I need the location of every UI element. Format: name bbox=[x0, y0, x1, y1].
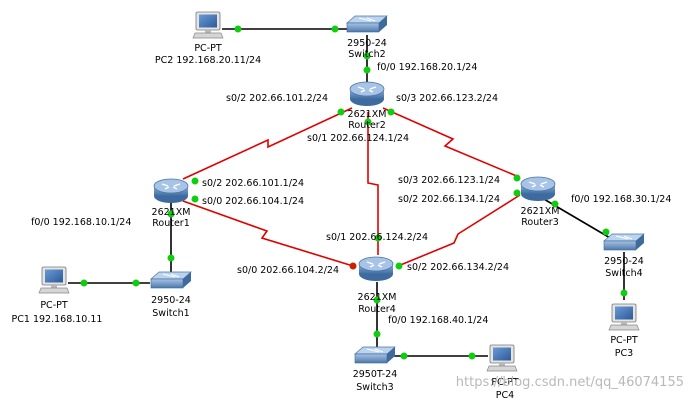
pc3-model: PC-PT bbox=[610, 335, 638, 346]
port-light bbox=[513, 189, 521, 197]
router-icon bbox=[349, 81, 385, 107]
switch4-model: 2950-24 bbox=[604, 256, 644, 267]
pc1-model: PC-PT bbox=[40, 300, 68, 311]
router2-s0-2-label: s0/2 202.66.101.2/24 bbox=[226, 93, 328, 104]
port-light bbox=[602, 228, 610, 236]
pc-icon bbox=[192, 11, 224, 39]
router3-name: Router3 bbox=[521, 217, 559, 228]
port-light bbox=[191, 177, 199, 185]
port-light bbox=[513, 174, 521, 182]
router4-s0-0-label: s0/0 202.66.104.2/24 bbox=[237, 265, 339, 276]
switch-icon bbox=[354, 346, 396, 364]
router4-s0-1-label: s0/1 202.66.124.2/24 bbox=[326, 232, 428, 243]
switch1-name: Switch1 bbox=[152, 308, 189, 319]
pc2-name: PC2 192.168.20.11/24 bbox=[155, 55, 261, 66]
pc-icon bbox=[38, 266, 70, 294]
link-router4-router3[interactable] bbox=[397, 194, 521, 267]
link-router2-router3[interactable] bbox=[382, 107, 520, 178]
router4-f0-0-label: f0/0 192.168.40.1/24 bbox=[388, 315, 488, 326]
router3-device[interactable] bbox=[520, 176, 556, 202]
pc2-device[interactable] bbox=[192, 11, 224, 39]
router1-model: 2621XM bbox=[152, 207, 191, 218]
switch3-name: Switch3 bbox=[356, 382, 393, 393]
pc3-name: PC3 bbox=[615, 348, 633, 359]
port-light bbox=[337, 108, 345, 116]
router2-s0-1-label: s0/1 202.66.124.1/24 bbox=[307, 133, 409, 144]
router1-device[interactable] bbox=[153, 178, 189, 204]
switch1-device[interactable] bbox=[150, 271, 192, 289]
interface-labels: f0/0 192.168.20.1/24 s0/2 202.66.101.2/2… bbox=[31, 62, 671, 326]
link-router1-router2[interactable] bbox=[182, 107, 353, 180]
switch1-model: 2950-24 bbox=[151, 295, 191, 306]
port-light bbox=[400, 352, 408, 360]
router-icon bbox=[358, 256, 394, 282]
port-light bbox=[132, 279, 140, 287]
router3-f0-0-label: f0/0 192.168.30.1/24 bbox=[571, 194, 671, 205]
switch-icon bbox=[346, 15, 388, 33]
switch3-device[interactable] bbox=[354, 346, 396, 364]
router2-s0-3-label: s0/3 202.66.123.2/24 bbox=[396, 93, 498, 104]
router-icon bbox=[153, 178, 189, 204]
router1-s0-0-label: s0/0 202.66.104.1/24 bbox=[202, 196, 304, 207]
router-icon bbox=[520, 176, 556, 202]
port-light bbox=[364, 118, 372, 126]
router2-model: 2621XM bbox=[348, 109, 387, 120]
switch-icon bbox=[150, 271, 192, 289]
router3-s0-2-label: s0/2 202.66.134.1/24 bbox=[398, 194, 500, 205]
pc4-device[interactable] bbox=[486, 344, 518, 372]
port-light bbox=[373, 330, 381, 338]
router2-name: Router2 bbox=[348, 120, 386, 131]
link-router1-router4[interactable] bbox=[182, 200, 354, 267]
router1-s0-2-label: s0/2 202.66.101.1/24 bbox=[202, 178, 304, 189]
port-light bbox=[349, 262, 357, 270]
port-light bbox=[363, 66, 371, 74]
pc4-name: PC4 bbox=[496, 390, 514, 401]
serial-links bbox=[182, 107, 521, 267]
router1-name: Router1 bbox=[152, 218, 190, 229]
port-light bbox=[387, 108, 395, 116]
router3-s0-3-label: s0/3 202.66.123.1/24 bbox=[398, 175, 500, 186]
router2-f0-0-label: f0/0 192.168.20.1/24 bbox=[377, 62, 477, 73]
switch-icon bbox=[603, 233, 645, 251]
router4-model: 2621XM bbox=[358, 292, 397, 303]
port-light bbox=[620, 289, 628, 297]
switch4-device[interactable] bbox=[603, 233, 645, 251]
router4-device[interactable] bbox=[358, 256, 394, 282]
pc1-device[interactable] bbox=[38, 266, 70, 294]
switch2-name: Switch2 bbox=[348, 49, 385, 60]
router1-f0-0-label: f0/0 192.168.10.1/24 bbox=[31, 217, 131, 228]
port-status-lights bbox=[80, 25, 628, 360]
pc4-model: PC-PT bbox=[491, 377, 519, 388]
pc2-model: PC-PT bbox=[194, 43, 222, 54]
device-labels: PC-PT PC2 192.168.20.11/24 2950-24 Switc… bbox=[12, 38, 644, 401]
router3-model: 2621XM bbox=[521, 206, 560, 217]
pc-icon bbox=[486, 344, 518, 372]
switch2-device[interactable] bbox=[346, 15, 388, 33]
port-light bbox=[80, 279, 88, 287]
port-light bbox=[395, 262, 403, 270]
port-light bbox=[551, 200, 559, 208]
switch2-model: 2950-24 bbox=[347, 38, 387, 49]
port-light bbox=[167, 254, 175, 262]
router4-s0-2-label: s0/2 202.66.134.2/24 bbox=[407, 262, 509, 273]
pc-icon bbox=[608, 303, 640, 331]
router2-device[interactable] bbox=[349, 81, 385, 107]
port-light bbox=[363, 52, 371, 60]
port-light bbox=[191, 195, 199, 203]
pc3-device[interactable] bbox=[608, 303, 640, 331]
port-light bbox=[234, 25, 242, 33]
link-router2-router4[interactable] bbox=[367, 112, 379, 255]
port-light bbox=[374, 234, 382, 242]
pc1-name: PC1 192.168.10.11 bbox=[12, 314, 103, 325]
port-light bbox=[468, 352, 476, 360]
switch3-model: 2950T-24 bbox=[353, 369, 398, 380]
router4-name: Router4 bbox=[358, 304, 396, 315]
port-light bbox=[373, 296, 381, 304]
watermark: https://blog.csdn.net/qq_46074155 bbox=[456, 375, 684, 390]
port-light bbox=[167, 210, 175, 218]
switch4-name: Switch4 bbox=[605, 268, 642, 279]
port-light bbox=[331, 25, 339, 33]
